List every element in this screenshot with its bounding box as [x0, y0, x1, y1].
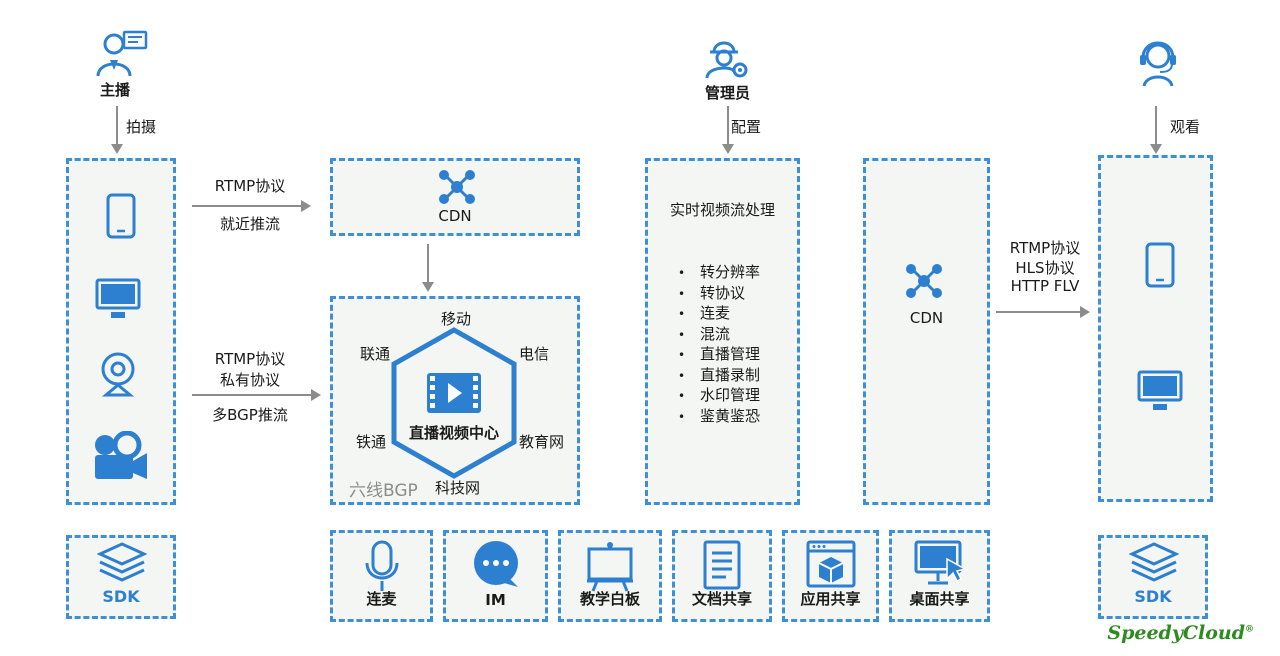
watch-label: 观看	[1170, 118, 1201, 136]
cdn-top-box: CDN	[330, 158, 580, 236]
capture-arrow	[111, 106, 123, 154]
push-to-center-arrow	[192, 389, 321, 401]
cdn-right-box: CDN	[863, 158, 990, 505]
processing-item: 转协议	[678, 284, 760, 305]
feature-im: IM	[443, 530, 548, 622]
rtmp-private-line3: 多BGP推流	[212, 406, 288, 424]
push-to-cdn-arrow	[192, 200, 311, 212]
anchor-person-icon	[96, 30, 148, 77]
cdn-right-label: CDN	[909, 309, 944, 327]
brand-logo: SpeedyCloud®	[1107, 622, 1254, 644]
rtmp-private-line1: RTMP协议	[214, 350, 286, 368]
carrier-telecom: 电信	[519, 345, 550, 363]
distribute-arrow	[996, 306, 1090, 318]
feature-label: IM	[485, 591, 506, 609]
processing-box: 实时视频流处理 转分辨率 转协议 连麦 混流 直播管理 直播录制 水印管理 鉴黄…	[645, 158, 800, 505]
carrier-edu: 教育网	[519, 433, 565, 451]
out-protocol-line2: HLS协议	[1015, 259, 1075, 277]
feature-label: 文档共享	[691, 590, 752, 608]
network-nodes-icon	[906, 264, 942, 298]
capture-devices-box	[66, 158, 176, 505]
processing-item: 直播录制	[678, 366, 760, 387]
layers-stack-icon	[1129, 542, 1179, 582]
whiteboard-icon	[587, 542, 633, 592]
document-icon	[703, 540, 741, 590]
monitor-icon	[1137, 370, 1183, 410]
feature-label: 应用共享	[800, 590, 861, 608]
feature-whiteboard: 教学白板	[558, 530, 662, 622]
feature-label: 连麦	[366, 590, 397, 608]
processing-title: 实时视频流处理	[669, 201, 775, 219]
anchor-label: 主播	[100, 81, 131, 99]
rtmp-private-line2: 私有协议	[219, 371, 280, 389]
rtmp-nearby-line2: 就近推流	[219, 215, 280, 233]
configure-label: 配置	[731, 118, 762, 136]
feature-app-share: 应用共享	[782, 530, 879, 622]
brand-name: SpeedyCloud	[1107, 622, 1245, 644]
viewer-headset-icon	[1140, 41, 1176, 87]
rtmp-nearby-line1: RTMP协议	[214, 177, 286, 195]
live-video-center-box: 移动 联通 电信 铁通 教育网 直播视频中心 六线BGP 科技网	[330, 296, 580, 505]
feature-doc-share: 文档共享	[672, 530, 772, 622]
sdk-left-box: SDK	[66, 535, 176, 619]
bgp-label: 六线BGP	[349, 481, 418, 501]
out-protocol-line1: RTMP协议	[1009, 239, 1081, 257]
smartphone-icon	[1145, 242, 1175, 288]
cdn-to-center-arrow	[422, 244, 434, 292]
microphone-icon	[365, 540, 398, 591]
network-nodes-icon	[439, 170, 475, 204]
center-title: 直播视频中心	[409, 424, 500, 442]
admin-label: 管理员	[705, 84, 751, 102]
sdk-left-label: SDK	[102, 587, 140, 606]
admin-person-icon	[705, 41, 748, 79]
video-camera-icon	[95, 431, 147, 479]
capture-label: 拍摄	[126, 118, 157, 136]
monitor-icon	[95, 278, 141, 318]
feature-label: 教学白板	[579, 590, 640, 608]
processing-item: 水印管理	[678, 386, 760, 407]
processing-item: 直播管理	[678, 345, 760, 366]
carrier-unicom: 联通	[360, 345, 391, 363]
app-window-icon	[806, 540, 855, 588]
sdk-right-label: SDK	[1134, 587, 1172, 606]
feature-mic: 连麦	[330, 530, 433, 622]
carrier-tech: 科技网	[435, 479, 481, 497]
configure-arrow	[722, 106, 734, 154]
processing-list: 转分辨率 转协议 连麦 混流 直播管理 直播录制 水印管理 鉴黄鉴恐	[678, 263, 760, 427]
processing-item: 转分辨率	[678, 263, 760, 284]
desktop-share-icon	[914, 540, 967, 585]
video-play-icon	[427, 373, 481, 413]
smartphone-icon	[106, 193, 136, 239]
carrier-railcom: 铁通	[356, 433, 387, 451]
brand-registered-mark: ®	[1245, 624, 1254, 635]
processing-item: 连麦	[678, 304, 760, 325]
processing-item: 鉴黄鉴恐	[678, 407, 760, 428]
out-protocol-line3: HTTP FLV	[1010, 277, 1080, 295]
processing-item: 混流	[678, 325, 760, 346]
sdk-right-box: SDK	[1098, 535, 1208, 619]
feature-desktop-share: 桌面共享	[889, 530, 990, 622]
watch-arrow	[1150, 106, 1162, 154]
webcam-icon	[101, 352, 135, 397]
layers-stack-icon	[97, 542, 147, 582]
carrier-mobile: 移动	[441, 310, 472, 328]
chat-bubble-icon	[473, 541, 518, 587]
viewer-devices-box	[1098, 155, 1213, 502]
center-hexagon-icon	[391, 327, 517, 479]
cdn-top-label: CDN	[438, 207, 472, 225]
feature-label: 桌面共享	[909, 590, 970, 608]
